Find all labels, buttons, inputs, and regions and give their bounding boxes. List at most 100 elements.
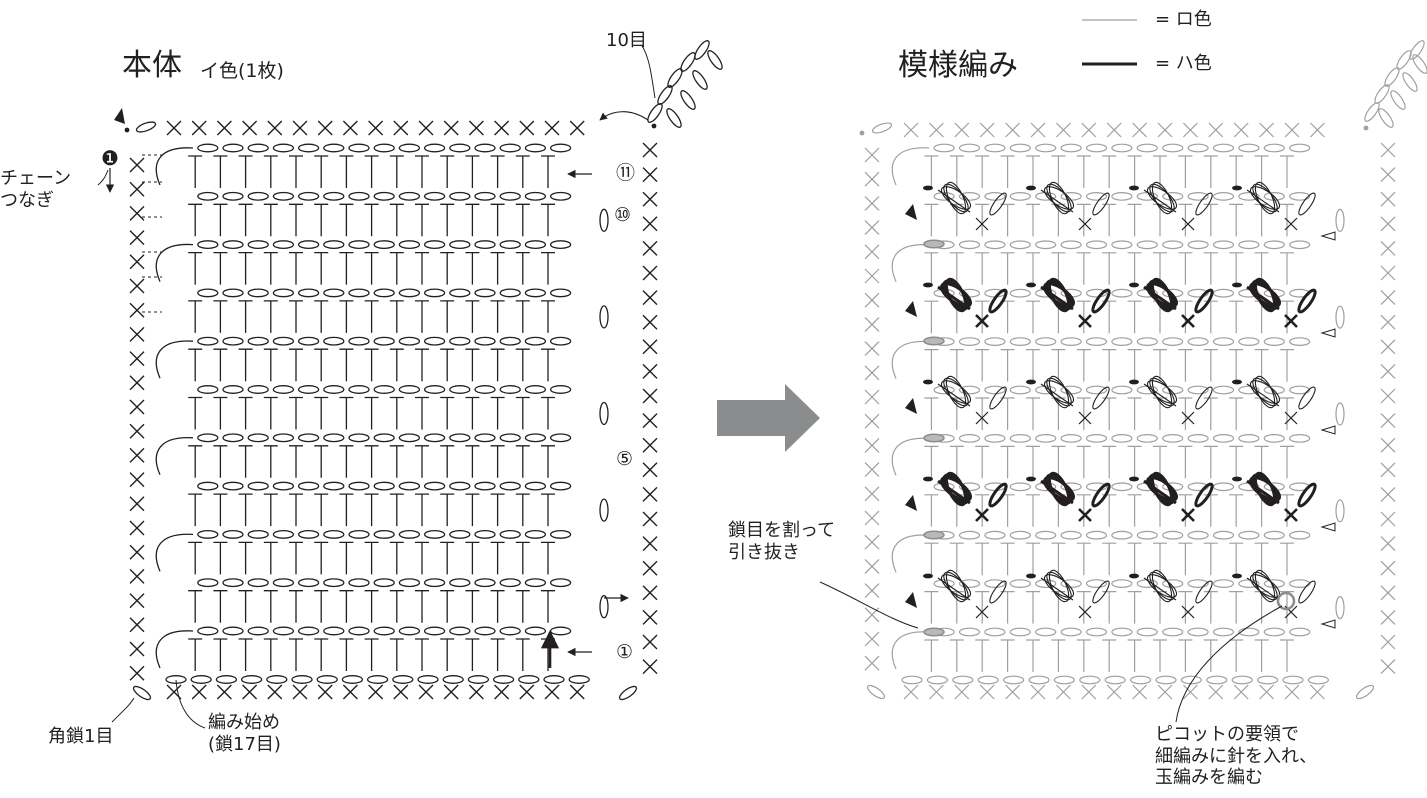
half-double-crochet bbox=[1026, 397, 1040, 430]
half-double-crochet bbox=[1000, 494, 1015, 527]
chain-stitch bbox=[958, 530, 981, 540]
chain-stitch bbox=[1289, 191, 1311, 201]
split-chain bbox=[923, 336, 945, 346]
puff-stitch bbox=[1151, 569, 1173, 603]
half-double-crochet bbox=[213, 590, 228, 623]
single-crochet bbox=[1380, 585, 1396, 601]
single-crochet bbox=[642, 314, 658, 330]
chain-stitch bbox=[1085, 240, 1108, 250]
puff-stitch-stem bbox=[1246, 285, 1280, 311]
chain-stitch bbox=[524, 481, 547, 491]
half-double-crochet bbox=[1203, 542, 1218, 576]
half-double-crochet bbox=[541, 203, 555, 237]
chain-stitch bbox=[549, 385, 572, 394]
half-double-crochet bbox=[1203, 155, 1218, 188]
half-double-crochet bbox=[924, 397, 939, 430]
single-crochet bbox=[642, 462, 658, 478]
chain-stitch bbox=[1162, 337, 1184, 347]
chain-stitch bbox=[1187, 337, 1209, 347]
chain-stitch bbox=[348, 433, 370, 443]
half-double-crochet bbox=[541, 638, 555, 671]
half-double-crochet bbox=[263, 203, 278, 237]
page-subtitle: イ色(1枚) bbox=[200, 60, 284, 82]
puff-stitch bbox=[945, 181, 967, 215]
puff-stitch-stem bbox=[1246, 383, 1280, 407]
chain-loop bbox=[1409, 40, 1425, 60]
chain-stitch bbox=[1162, 579, 1184, 588]
chain-stitch bbox=[341, 675, 364, 684]
half-double-crochet bbox=[515, 251, 530, 285]
half-double-crochet bbox=[541, 445, 555, 478]
chain-stitch bbox=[524, 336, 547, 346]
half-double-crochet bbox=[1127, 445, 1142, 479]
half-double-crochet bbox=[924, 252, 939, 285]
half-double-crochet bbox=[924, 445, 939, 479]
half-double-crochet bbox=[490, 251, 505, 285]
chain-stitch bbox=[1212, 337, 1235, 347]
chain-stitch bbox=[373, 578, 395, 588]
chain-stitch bbox=[1111, 191, 1133, 201]
puff-stitch-stem bbox=[1246, 189, 1280, 213]
turning-chain bbox=[599, 401, 609, 426]
single-crochet bbox=[864, 316, 880, 332]
half-double-crochet bbox=[314, 590, 329, 623]
half-double-crochet bbox=[238, 445, 253, 478]
chain-stitch-diag bbox=[1194, 482, 1214, 508]
half-double-crochet bbox=[339, 300, 354, 333]
chain-stitch bbox=[373, 626, 395, 636]
pointer-icon bbox=[905, 495, 917, 511]
main-body-chart bbox=[97, 40, 723, 729]
half-double-crochet bbox=[515, 300, 530, 333]
chain-stitch bbox=[952, 675, 974, 685]
chain-stitch bbox=[474, 529, 496, 539]
pointer-icon bbox=[905, 301, 917, 317]
single-crochet bbox=[864, 341, 880, 357]
single-crochet bbox=[191, 120, 207, 136]
chain-stitch bbox=[348, 626, 370, 636]
turning-chain-arc bbox=[891, 631, 930, 670]
half-double-crochet bbox=[188, 590, 203, 623]
chain-stitch bbox=[1009, 434, 1031, 443]
chain-stitch bbox=[474, 336, 496, 346]
single-crochet bbox=[1181, 217, 1195, 231]
chain-stitch bbox=[272, 191, 295, 201]
half-double-crochet bbox=[415, 203, 429, 237]
chain-loop bbox=[1412, 54, 1427, 74]
half-double-crochet bbox=[490, 638, 505, 671]
half-double-crochet bbox=[1076, 203, 1091, 237]
half-double-crochet bbox=[1127, 639, 1142, 672]
split-chain bbox=[923, 530, 945, 540]
half-double-crochet bbox=[389, 300, 404, 333]
half-double-crochet bbox=[1280, 252, 1294, 285]
chain-loop bbox=[680, 52, 696, 72]
single-crochet bbox=[129, 423, 145, 439]
single-crochet bbox=[1380, 437, 1396, 453]
single-crochet bbox=[494, 684, 510, 700]
half-double-crochet bbox=[490, 155, 505, 188]
row-marker-10: ⑩ bbox=[614, 204, 632, 226]
half-double-crochet bbox=[188, 203, 203, 237]
half-double-crochet bbox=[1229, 639, 1244, 672]
chain-stitch bbox=[1231, 675, 1253, 685]
chain-stitch bbox=[1009, 579, 1031, 588]
half-double-crochet bbox=[1254, 542, 1269, 576]
half-double-crochet bbox=[490, 348, 505, 382]
chain-stitch bbox=[1085, 579, 1108, 588]
single-crochet bbox=[191, 684, 207, 700]
single-crochet bbox=[642, 290, 658, 306]
half-double-crochet bbox=[1102, 639, 1117, 672]
pointer-icon bbox=[905, 204, 917, 220]
half-double-crochet bbox=[339, 445, 354, 478]
chain-stitch bbox=[247, 288, 269, 298]
chain-stitch bbox=[1111, 579, 1133, 588]
single-crochet bbox=[1078, 508, 1092, 522]
chain-stitch bbox=[222, 191, 244, 201]
single-crochet bbox=[864, 462, 880, 478]
half-double-crochet bbox=[465, 541, 480, 575]
label-corner-chain: 角鎖1目 bbox=[48, 726, 114, 747]
picot-dot bbox=[1026, 476, 1036, 482]
chain-stitch bbox=[1238, 191, 1260, 201]
single-crochet bbox=[216, 120, 232, 136]
single-crochet bbox=[129, 447, 145, 463]
legend-light-text: = ロ色 bbox=[1155, 9, 1212, 30]
